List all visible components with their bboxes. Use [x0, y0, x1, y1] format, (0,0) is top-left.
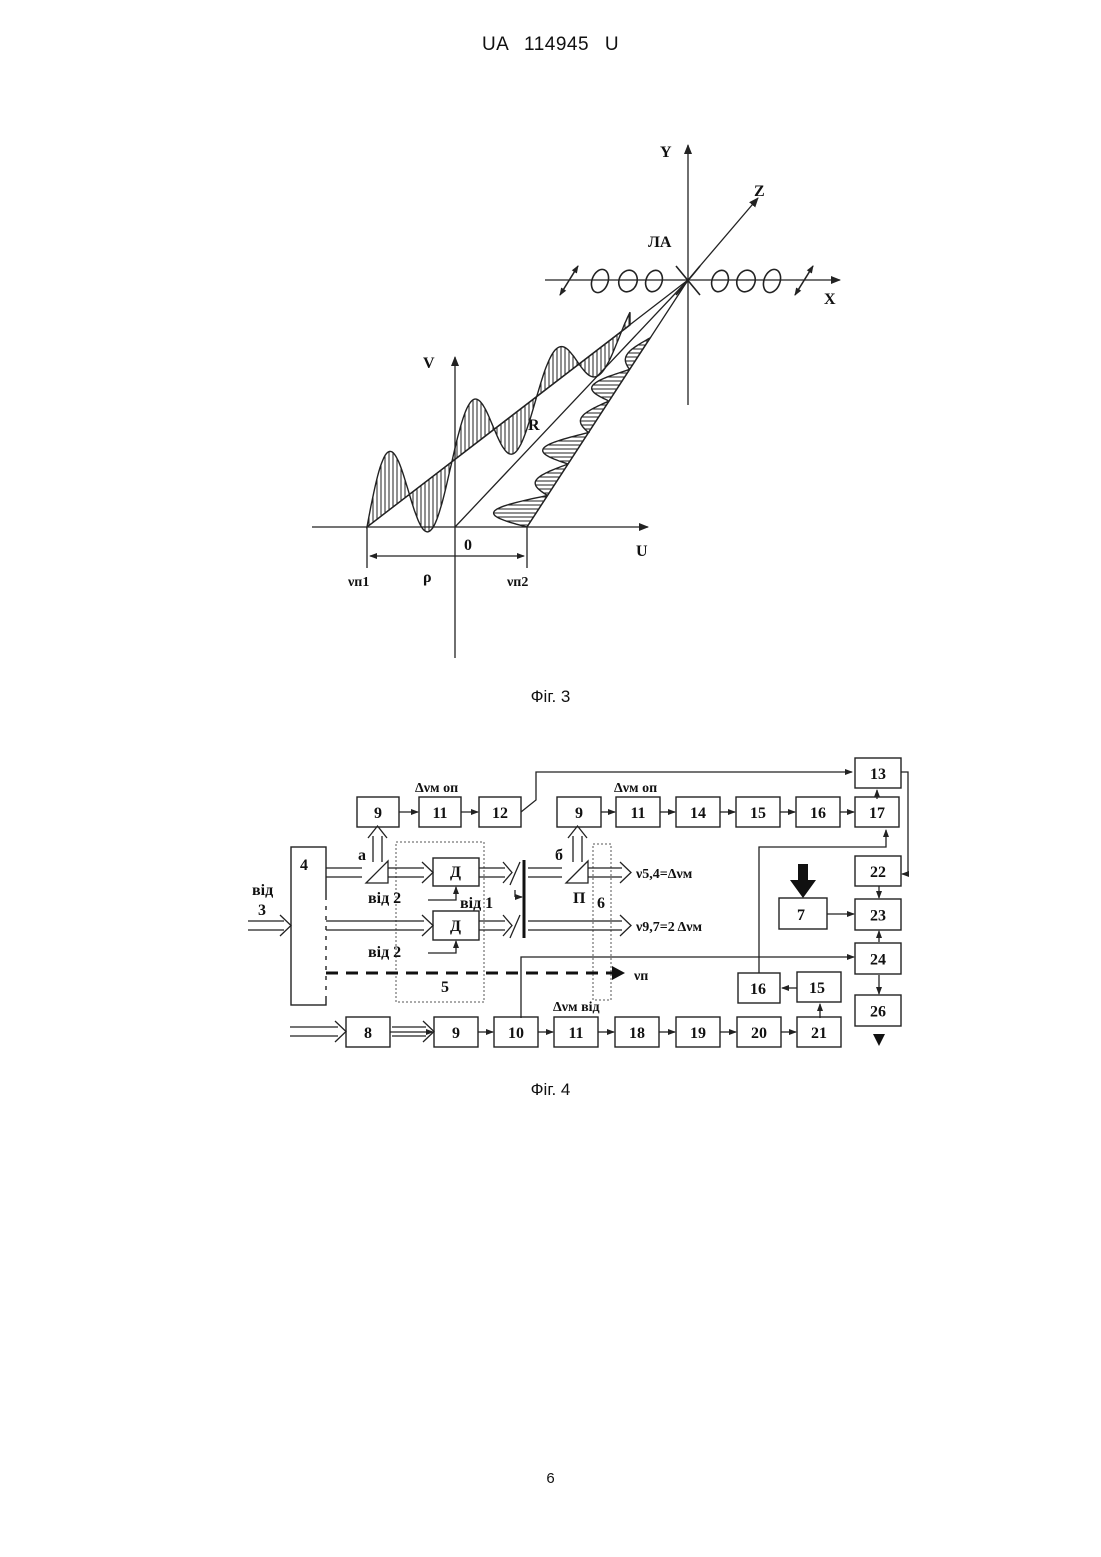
aircraft-label: ЛА — [648, 234, 672, 251]
rho-label: ρ — [423, 569, 432, 586]
z-axis-label: Z — [754, 183, 765, 200]
figure-3-caption: Фіг. 3 — [0, 687, 1101, 707]
page-number: 6 — [0, 1470, 1101, 1487]
vn1-label: νп1 — [347, 575, 369, 590]
vn2-label: νп2 — [506, 575, 528, 590]
origin-label: 0 — [464, 537, 472, 554]
figure-4-caption: Фіг. 4 — [0, 1080, 1101, 1100]
x-axis-label: X — [824, 291, 836, 308]
y-axis-label: Y — [660, 144, 672, 161]
u-axis-label: U — [636, 543, 648, 560]
ray-2 — [455, 280, 688, 527]
v-axis-label: V — [423, 355, 435, 372]
